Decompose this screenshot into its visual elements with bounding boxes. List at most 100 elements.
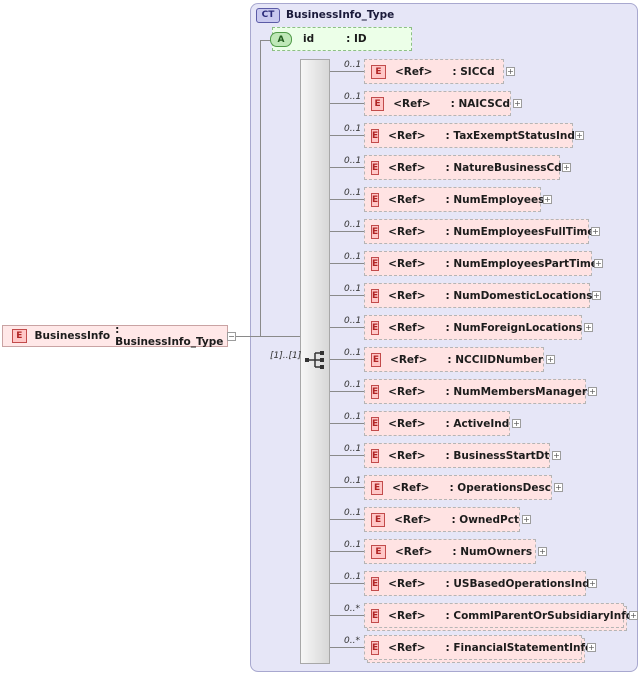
expand-icon[interactable]: +	[543, 195, 552, 204]
expand-icon[interactable]: +	[629, 611, 638, 620]
element-cardinality: 0..1	[344, 476, 362, 486]
element-name: : SICCd	[452, 65, 495, 78]
sequence-cardinality: [1]..[1]	[270, 351, 302, 361]
element-ref-label: <Ref>	[388, 385, 426, 398]
element-connector	[330, 391, 364, 392]
element-ref-box[interactable]: E<Ref>: FinancialStatementInfo	[364, 635, 592, 660]
expand-icon[interactable]: +	[594, 259, 603, 268]
element-badge: E	[371, 416, 380, 431]
element-ref-box[interactable]: E<Ref>: TaxExemptStatusInd	[364, 123, 575, 148]
element-ref-box[interactable]: E<Ref>: NumForeignLocations	[364, 315, 582, 340]
element-ref-box[interactable]: E<Ref>: BusinessStartDt	[364, 443, 550, 468]
element-badge: E	[371, 480, 384, 495]
element-connector	[330, 135, 364, 136]
element-ref-box[interactable]: E<Ref>: NumMembersManagers	[364, 379, 593, 404]
element-ref-label: <Ref>	[392, 481, 430, 494]
trunk-connector	[260, 40, 261, 337]
sequence-connector	[260, 336, 300, 337]
expand-icon[interactable]: +	[513, 99, 522, 108]
element-ref-box[interactable]: E <Ref> : OperationsDesc	[364, 475, 552, 500]
expand-icon[interactable]: +	[512, 419, 521, 428]
element-cardinality: 0..1	[344, 572, 362, 582]
element-connector	[330, 423, 364, 424]
element-badge: E	[371, 640, 380, 655]
expand-icon[interactable]: +	[587, 643, 596, 652]
attribute-id[interactable]: A id : ID	[270, 27, 412, 51]
element-name: : NumDomesticLocations	[445, 289, 593, 302]
element-ref-box[interactable]: E<Ref>: NumOwners	[364, 539, 536, 564]
expand-icon[interactable]: +	[522, 515, 531, 524]
complex-type-badge: CT	[256, 7, 280, 23]
element-ref-box[interactable]: E<Ref>: NAICSCd	[364, 91, 511, 116]
element-ref-box[interactable]: E <Ref> : NatureBusinessCd	[364, 155, 562, 180]
element-ref-box[interactable]: E<Ref>: SICCd	[364, 59, 504, 84]
element-name: : NumEmployeesFullTime	[445, 225, 595, 238]
element-name: : BusinessStartDt	[445, 449, 550, 462]
element-connector	[330, 519, 364, 520]
element-cardinality: 0..1	[344, 124, 362, 134]
root-connector	[236, 336, 260, 337]
element-name: : NatureBusinessCd	[445, 161, 562, 174]
sequence-icon	[305, 351, 324, 369]
expand-icon[interactable]: +	[584, 323, 593, 332]
element-ref-label: <Ref>	[388, 577, 426, 590]
element-connector	[330, 551, 364, 552]
element-ref-box[interactable]: E <Ref> : ActiveInd	[364, 411, 510, 436]
element-ref-box[interactable]: E<Ref>: CommlParentOrSubsidiaryInfo	[364, 603, 633, 628]
expand-icon[interactable]: +	[506, 67, 515, 76]
element-connector	[330, 263, 364, 264]
element-name: : OperationsDesc	[449, 481, 551, 494]
element-ref-label: <Ref>	[394, 513, 432, 526]
element-ref-box[interactable]: E<Ref>: USBasedOperationsInd	[364, 571, 590, 596]
element-name: : NAICSCd	[450, 97, 510, 110]
expand-icon[interactable]: +	[592, 291, 601, 300]
element-cardinality: 0..1	[344, 348, 362, 358]
attribute-badge: A	[270, 32, 292, 47]
element-name: : TaxExemptStatusInd	[445, 129, 575, 142]
expand-icon[interactable]: +	[588, 579, 597, 588]
expand-icon[interactable]: +	[575, 131, 584, 140]
element-badge: E	[371, 160, 380, 175]
element-badge: E	[371, 352, 382, 367]
element-cardinality: 0..*	[344, 636, 360, 646]
element-cardinality: 0..1	[344, 92, 362, 102]
element-ref-label: <Ref>	[388, 417, 426, 430]
element-cardinality: 0..1	[344, 220, 362, 230]
element-badge: E	[371, 96, 385, 111]
root-element-businessinfo[interactable]: E BusinessInfo : BusinessInfo_Type	[2, 324, 228, 348]
expand-icon[interactable]: +	[554, 483, 563, 492]
element-name: : NumMembersManagers	[445, 385, 594, 398]
element-ref-box[interactable]: E<Ref>: NumEmployees	[364, 187, 544, 212]
element-connector	[330, 583, 364, 584]
expand-icon[interactable]: +	[546, 355, 555, 364]
element-badge: E	[371, 288, 380, 303]
element-ref-box[interactable]: E<Ref>: NumDomesticLocations	[364, 283, 593, 308]
element-ref-box[interactable]: E<Ref>: NumEmployeesPartTime	[364, 251, 598, 276]
expand-icon[interactable]: +	[588, 387, 597, 396]
element-name: : NumForeignLocations	[445, 321, 583, 334]
attribute-type: : ID	[346, 33, 367, 45]
element-ref-label: <Ref>	[388, 161, 426, 174]
attribute-name: id	[303, 33, 315, 45]
attribute-connector	[260, 40, 272, 41]
element-ref-box[interactable]: E<Ref>: NCCIIDNumber	[364, 347, 544, 372]
element-badge: E	[371, 64, 386, 79]
element-name: : NumOwners	[452, 545, 533, 558]
expand-icon[interactable]: +	[552, 451, 561, 460]
element-ref-box[interactable]: E<Ref>: OwnedPct	[364, 507, 520, 532]
element-name: : ActiveInd	[445, 417, 510, 430]
element-name: : USBasedOperationsInd	[445, 577, 590, 590]
collapse-icon[interactable]: −	[227, 332, 236, 341]
element-badge: E	[371, 256, 380, 271]
element-badge: E	[371, 128, 380, 143]
expand-icon[interactable]: +	[562, 163, 571, 172]
expand-icon[interactable]: +	[591, 227, 600, 236]
expand-icon[interactable]: +	[538, 547, 547, 556]
element-name: : CommlParentOrSubsidiaryInfo	[445, 609, 633, 622]
element-ref-box[interactable]: E<Ref>: NumEmployeesFullTime	[364, 219, 595, 244]
element-cardinality: 0..1	[344, 380, 362, 390]
root-element-name: BusinessInfo	[34, 330, 111, 342]
element-connector	[330, 359, 364, 360]
element-badge: E	[371, 544, 386, 559]
element-name: : FinancialStatementInfo	[445, 641, 593, 654]
